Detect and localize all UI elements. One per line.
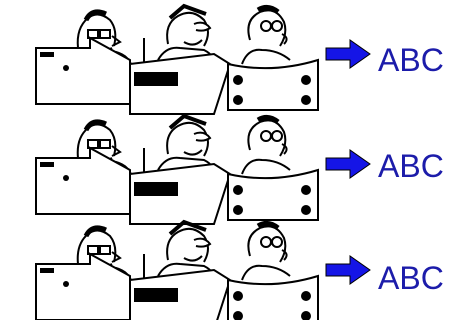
- console-knob: [63, 65, 69, 71]
- console-knob: [301, 311, 311, 320]
- console-knob: [301, 291, 311, 301]
- stage-1-operator-row-2: [35, 122, 132, 215]
- output-label-2: ABC: [378, 148, 444, 184]
- stage-2-operator-row-3: [129, 220, 232, 320]
- console-slot: [134, 72, 178, 86]
- console-knob: [233, 205, 243, 215]
- output-label-1: ABC: [378, 42, 444, 78]
- console-panel-icon: [227, 168, 319, 221]
- console-slot: [40, 52, 54, 57]
- console-knob: [301, 75, 311, 85]
- stage-2-operator-row-2: [129, 114, 232, 225]
- console-panel-icon: [35, 146, 131, 215]
- console-knob: [233, 95, 243, 105]
- console-knob: [301, 95, 311, 105]
- console-slot: [134, 182, 178, 196]
- console-knob: [63, 281, 69, 287]
- console-knob: [233, 75, 243, 85]
- console-knob: [301, 185, 311, 195]
- stage-3-operator-row-1: [227, 7, 319, 111]
- arrow-right-icon: [325, 149, 371, 179]
- stage-1-operator-row-3: [35, 228, 132, 320]
- arrow-right-icon: [325, 39, 371, 69]
- console-panel-icon: [227, 274, 319, 320]
- stage-2-operator-row-1: [129, 4, 232, 115]
- console-panel-icon: [35, 252, 131, 320]
- console-panel-icon: [129, 268, 232, 320]
- pipeline-row-1: [35, 4, 371, 115]
- console-knob: [233, 311, 243, 320]
- console-panel-icon: [227, 58, 319, 111]
- console-knob: [63, 175, 69, 181]
- arrow-right-icon: [325, 255, 371, 285]
- console-slot: [40, 268, 54, 273]
- operator-figure: [242, 7, 290, 64]
- console-slot: [40, 162, 54, 167]
- console-panel-icon: [35, 36, 131, 105]
- console-knob: [233, 291, 243, 301]
- pipeline-row-3: [35, 220, 371, 320]
- operator-figure: [242, 117, 290, 174]
- console-panel-icon: [129, 162, 232, 225]
- stage-3-operator-row-3: [227, 223, 319, 320]
- pipeline-row-2: [35, 114, 371, 225]
- console-slot: [134, 288, 178, 302]
- console-panel-icon: [129, 52, 232, 115]
- console-knob: [301, 205, 311, 215]
- console-knob: [233, 185, 243, 195]
- output-label-3: ABC: [378, 260, 444, 296]
- operator-figure: [242, 223, 290, 280]
- stage-3-operator-row-2: [227, 117, 319, 221]
- stage-1-operator-row-1: [35, 12, 132, 105]
